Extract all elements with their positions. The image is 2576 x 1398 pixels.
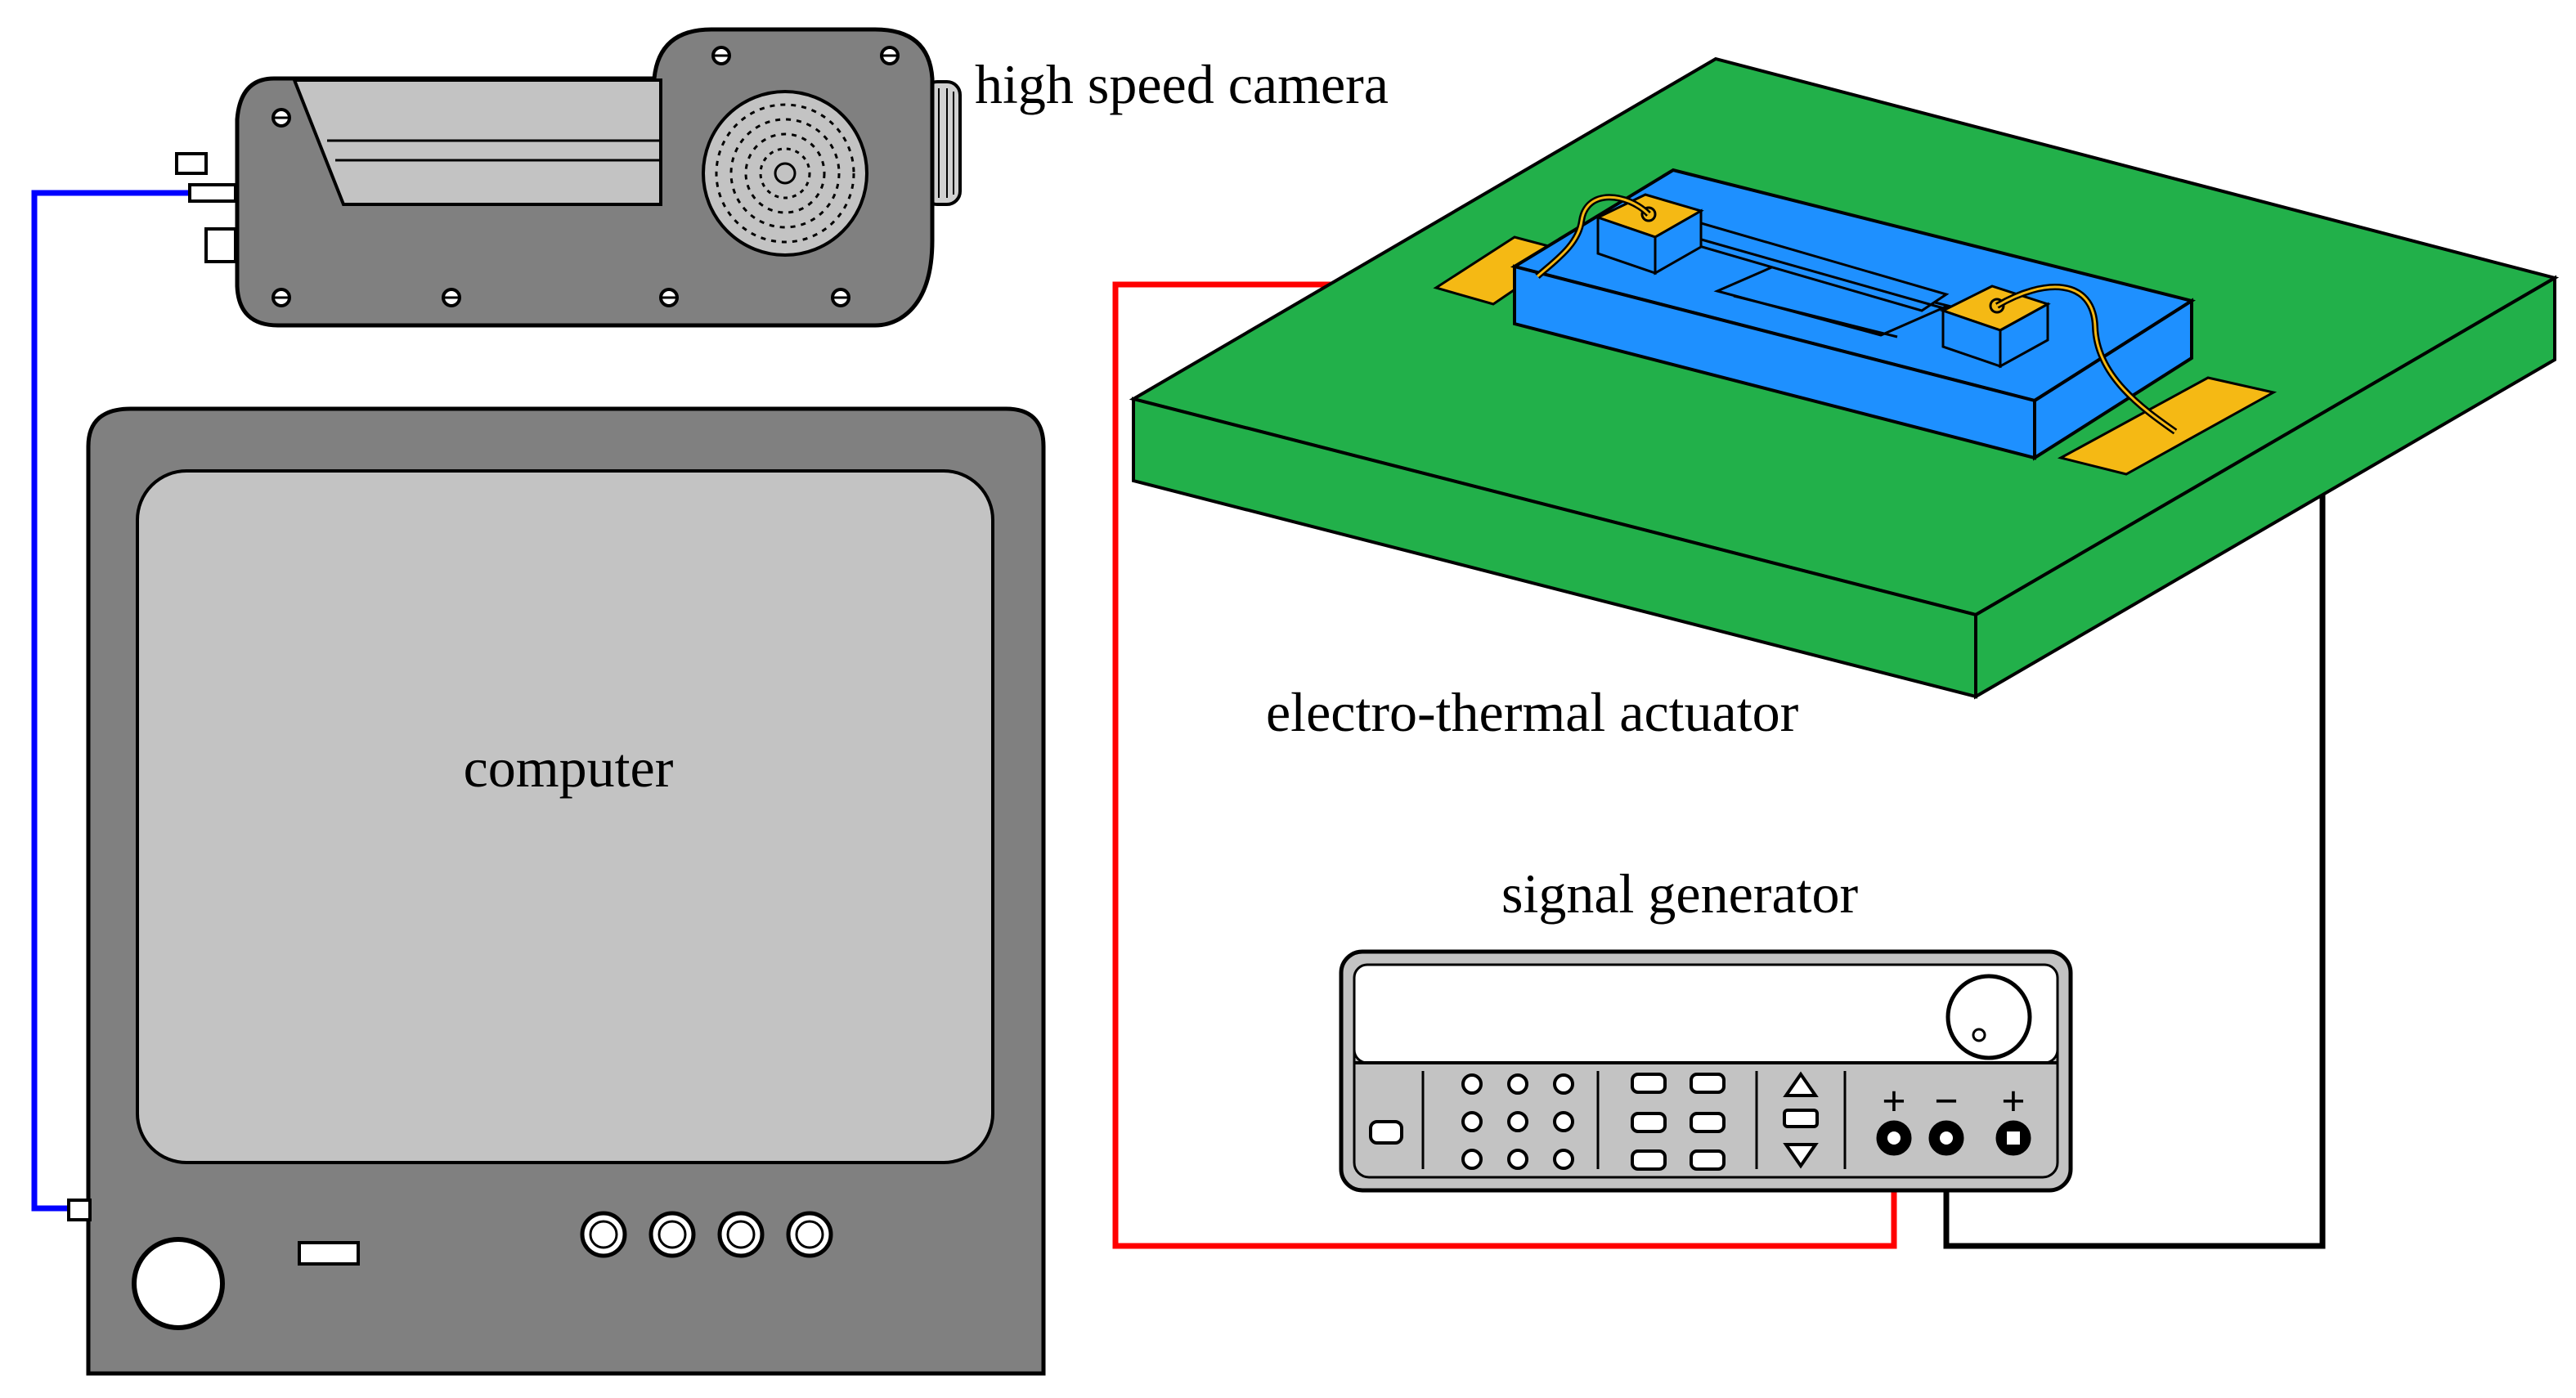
generator-power-switch (1369, 1120, 1403, 1145)
generator-dial (1945, 974, 2032, 1060)
generator-terminals (1876, 1120, 2031, 1156)
right-anchor-side (1999, 302, 2049, 369)
generator-arrow-keys (1783, 1071, 1819, 1169)
blue-wire (31, 190, 196, 1212)
up-arrow-icon (1783, 1071, 1819, 1097)
camera-connector-bottom (204, 227, 237, 263)
computer-label: computer (464, 737, 674, 799)
actuator-label: electro-thermal actuator (1266, 681, 1799, 743)
down-arrow-icon (1783, 1143, 1819, 1169)
electro-thermal-actuator-assembly (1129, 56, 2560, 700)
camera-connector-mid (188, 183, 237, 203)
generator-label: signal generator (1501, 863, 1859, 925)
signal-generator: + − + (1339, 949, 2073, 1193)
left-anchor-side (1654, 208, 1703, 276)
terminal-plus-1-label: + (1882, 1078, 1906, 1125)
terminal-minus-label: − (1934, 1078, 1959, 1125)
camera-connector-top (175, 152, 208, 175)
board-side (1974, 275, 2556, 700)
generator-keypad (1461, 1073, 1574, 1170)
camera-side-panel (292, 78, 662, 206)
terminal-plus-2-label: + (2001, 1078, 2026, 1125)
actuator-cavity (1713, 262, 1952, 337)
red-wire (1112, 281, 1897, 1249)
computer-port (67, 1199, 92, 1221)
camera-fan-grille (702, 90, 868, 257)
high-speed-camera (175, 27, 962, 328)
camera-screws (272, 46, 900, 307)
power-button (132, 1237, 225, 1330)
camera-label: high speed camera (975, 53, 1389, 115)
computer-screen (136, 469, 994, 1164)
generator-function-keys (1631, 1073, 1726, 1171)
computer: computer (67, 406, 1046, 1376)
computer-knobs (580, 1211, 833, 1258)
drive-slot (298, 1241, 360, 1266)
